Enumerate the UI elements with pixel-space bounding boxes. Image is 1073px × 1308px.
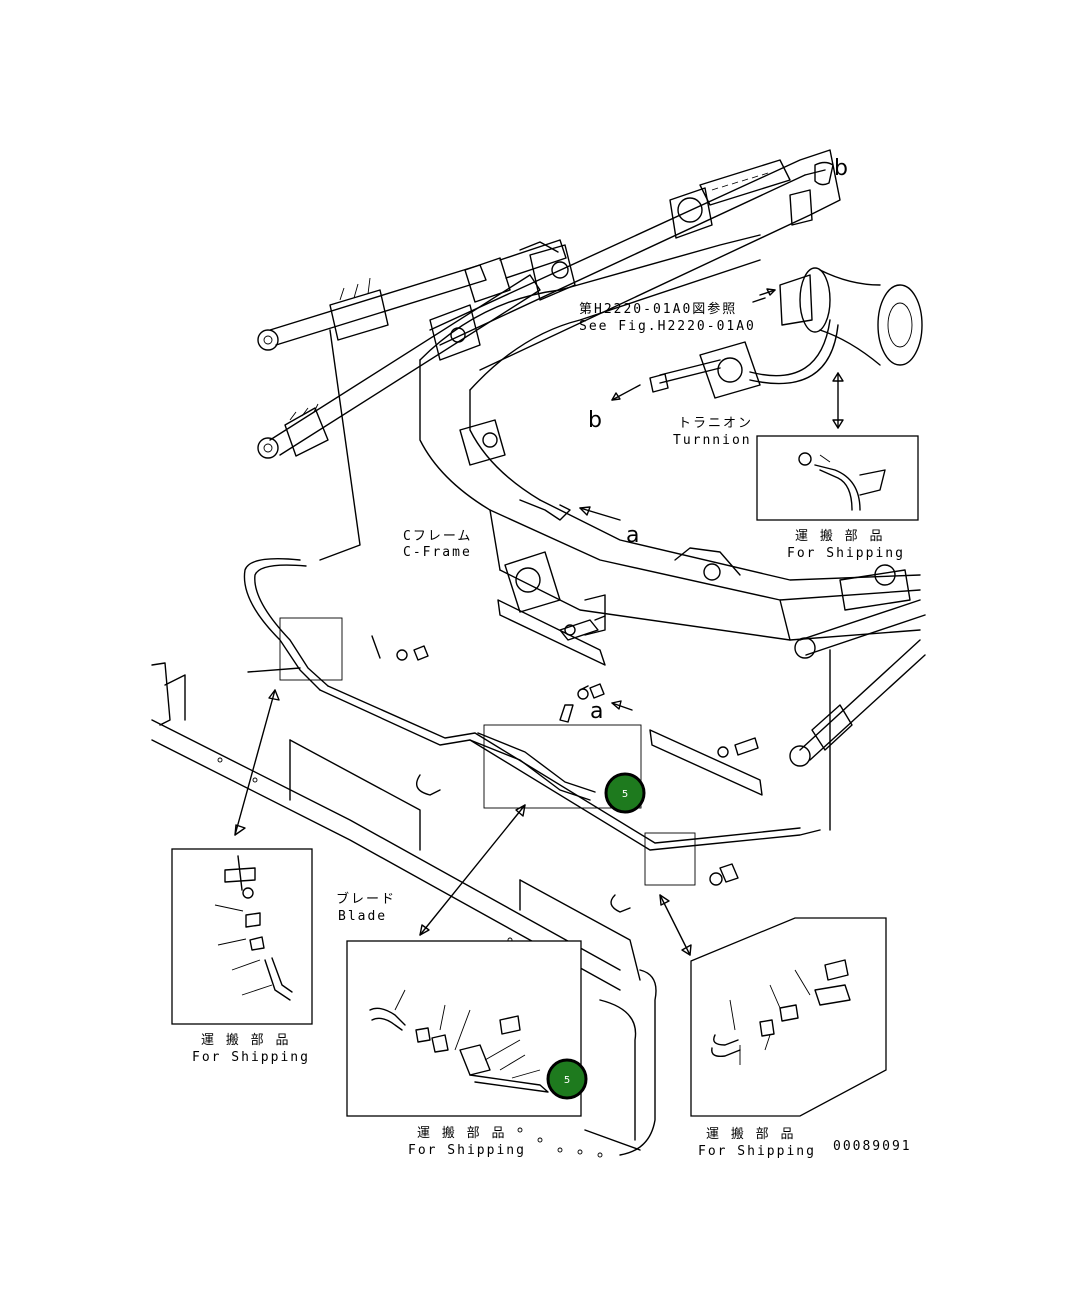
shipping-caption-2-en: For Shipping	[192, 1050, 310, 1065]
shipping-captions: 運 搬 部 品 For Shipping 運 搬 部 品 For Shippin…	[192, 529, 905, 1159]
callout-number: 5	[622, 789, 628, 800]
marker-b-left: b	[588, 408, 602, 433]
shipping-box-1	[756, 435, 919, 521]
cframe-label-jp: Cフレーム	[403, 529, 472, 544]
shipping-caption-3-en: For Shipping	[408, 1143, 526, 1158]
part-callout-5-main[interactable]: 5	[604, 772, 646, 814]
shipping-caption-1-en: For Shipping	[787, 546, 905, 561]
marker-a-upper: a	[626, 523, 639, 548]
upper-arm-assembly	[429, 149, 841, 371]
reference-label-jp: 第H2220-01A0図参照	[579, 301, 737, 317]
reference-label-en: See Fig.H2220-01A0	[579, 319, 756, 334]
trunnion-label-en: Turnnion	[673, 433, 752, 448]
trunnion-assembly	[611, 169, 923, 429]
blade	[151, 662, 657, 1158]
marker-a-lower: a	[590, 699, 603, 724]
hose-lines	[243, 329, 831, 913]
shipping-caption-4-jp: 運 搬 部 品	[706, 1127, 795, 1142]
shipping-box-3	[346, 940, 582, 1117]
blade-label-en: Blade	[338, 909, 387, 924]
right-hydraulic-cylinder	[789, 599, 926, 767]
part-callout-5-shipping[interactable]: 5	[546, 1058, 588, 1100]
marker-b-top: b	[834, 156, 848, 181]
drawing-number: 00089091	[833, 1139, 912, 1154]
shipping-caption-2-jp: 運 搬 部 品	[201, 1033, 290, 1048]
shipping-box-2	[171, 848, 313, 1025]
shipping-caption-1-jp: 運 搬 部 品	[795, 529, 884, 544]
upper-hydraulic-cylinder	[257, 239, 567, 351]
c-frame	[419, 234, 921, 641]
shipping-caption-3-jp: 運 搬 部 品	[417, 1126, 506, 1141]
reference-arrows	[234, 506, 692, 956]
callout-circle	[604, 772, 646, 814]
blade-label-jp: ブレード	[336, 891, 396, 907]
callout-number: 5	[564, 1075, 570, 1086]
cframe-label-en: C-Frame	[403, 545, 472, 560]
text-labels: 第H2220-01A0図参照 See Fig.H2220-01A0 トラニオン …	[336, 156, 912, 1154]
callout-circle	[546, 1058, 588, 1100]
lower-hydraulic-cylinder	[257, 274, 541, 459]
shipping-box-4	[690, 917, 887, 1117]
shipping-caption-4-en: For Shipping	[698, 1144, 816, 1159]
trunnion-label-jp: トラニオン	[678, 416, 753, 431]
